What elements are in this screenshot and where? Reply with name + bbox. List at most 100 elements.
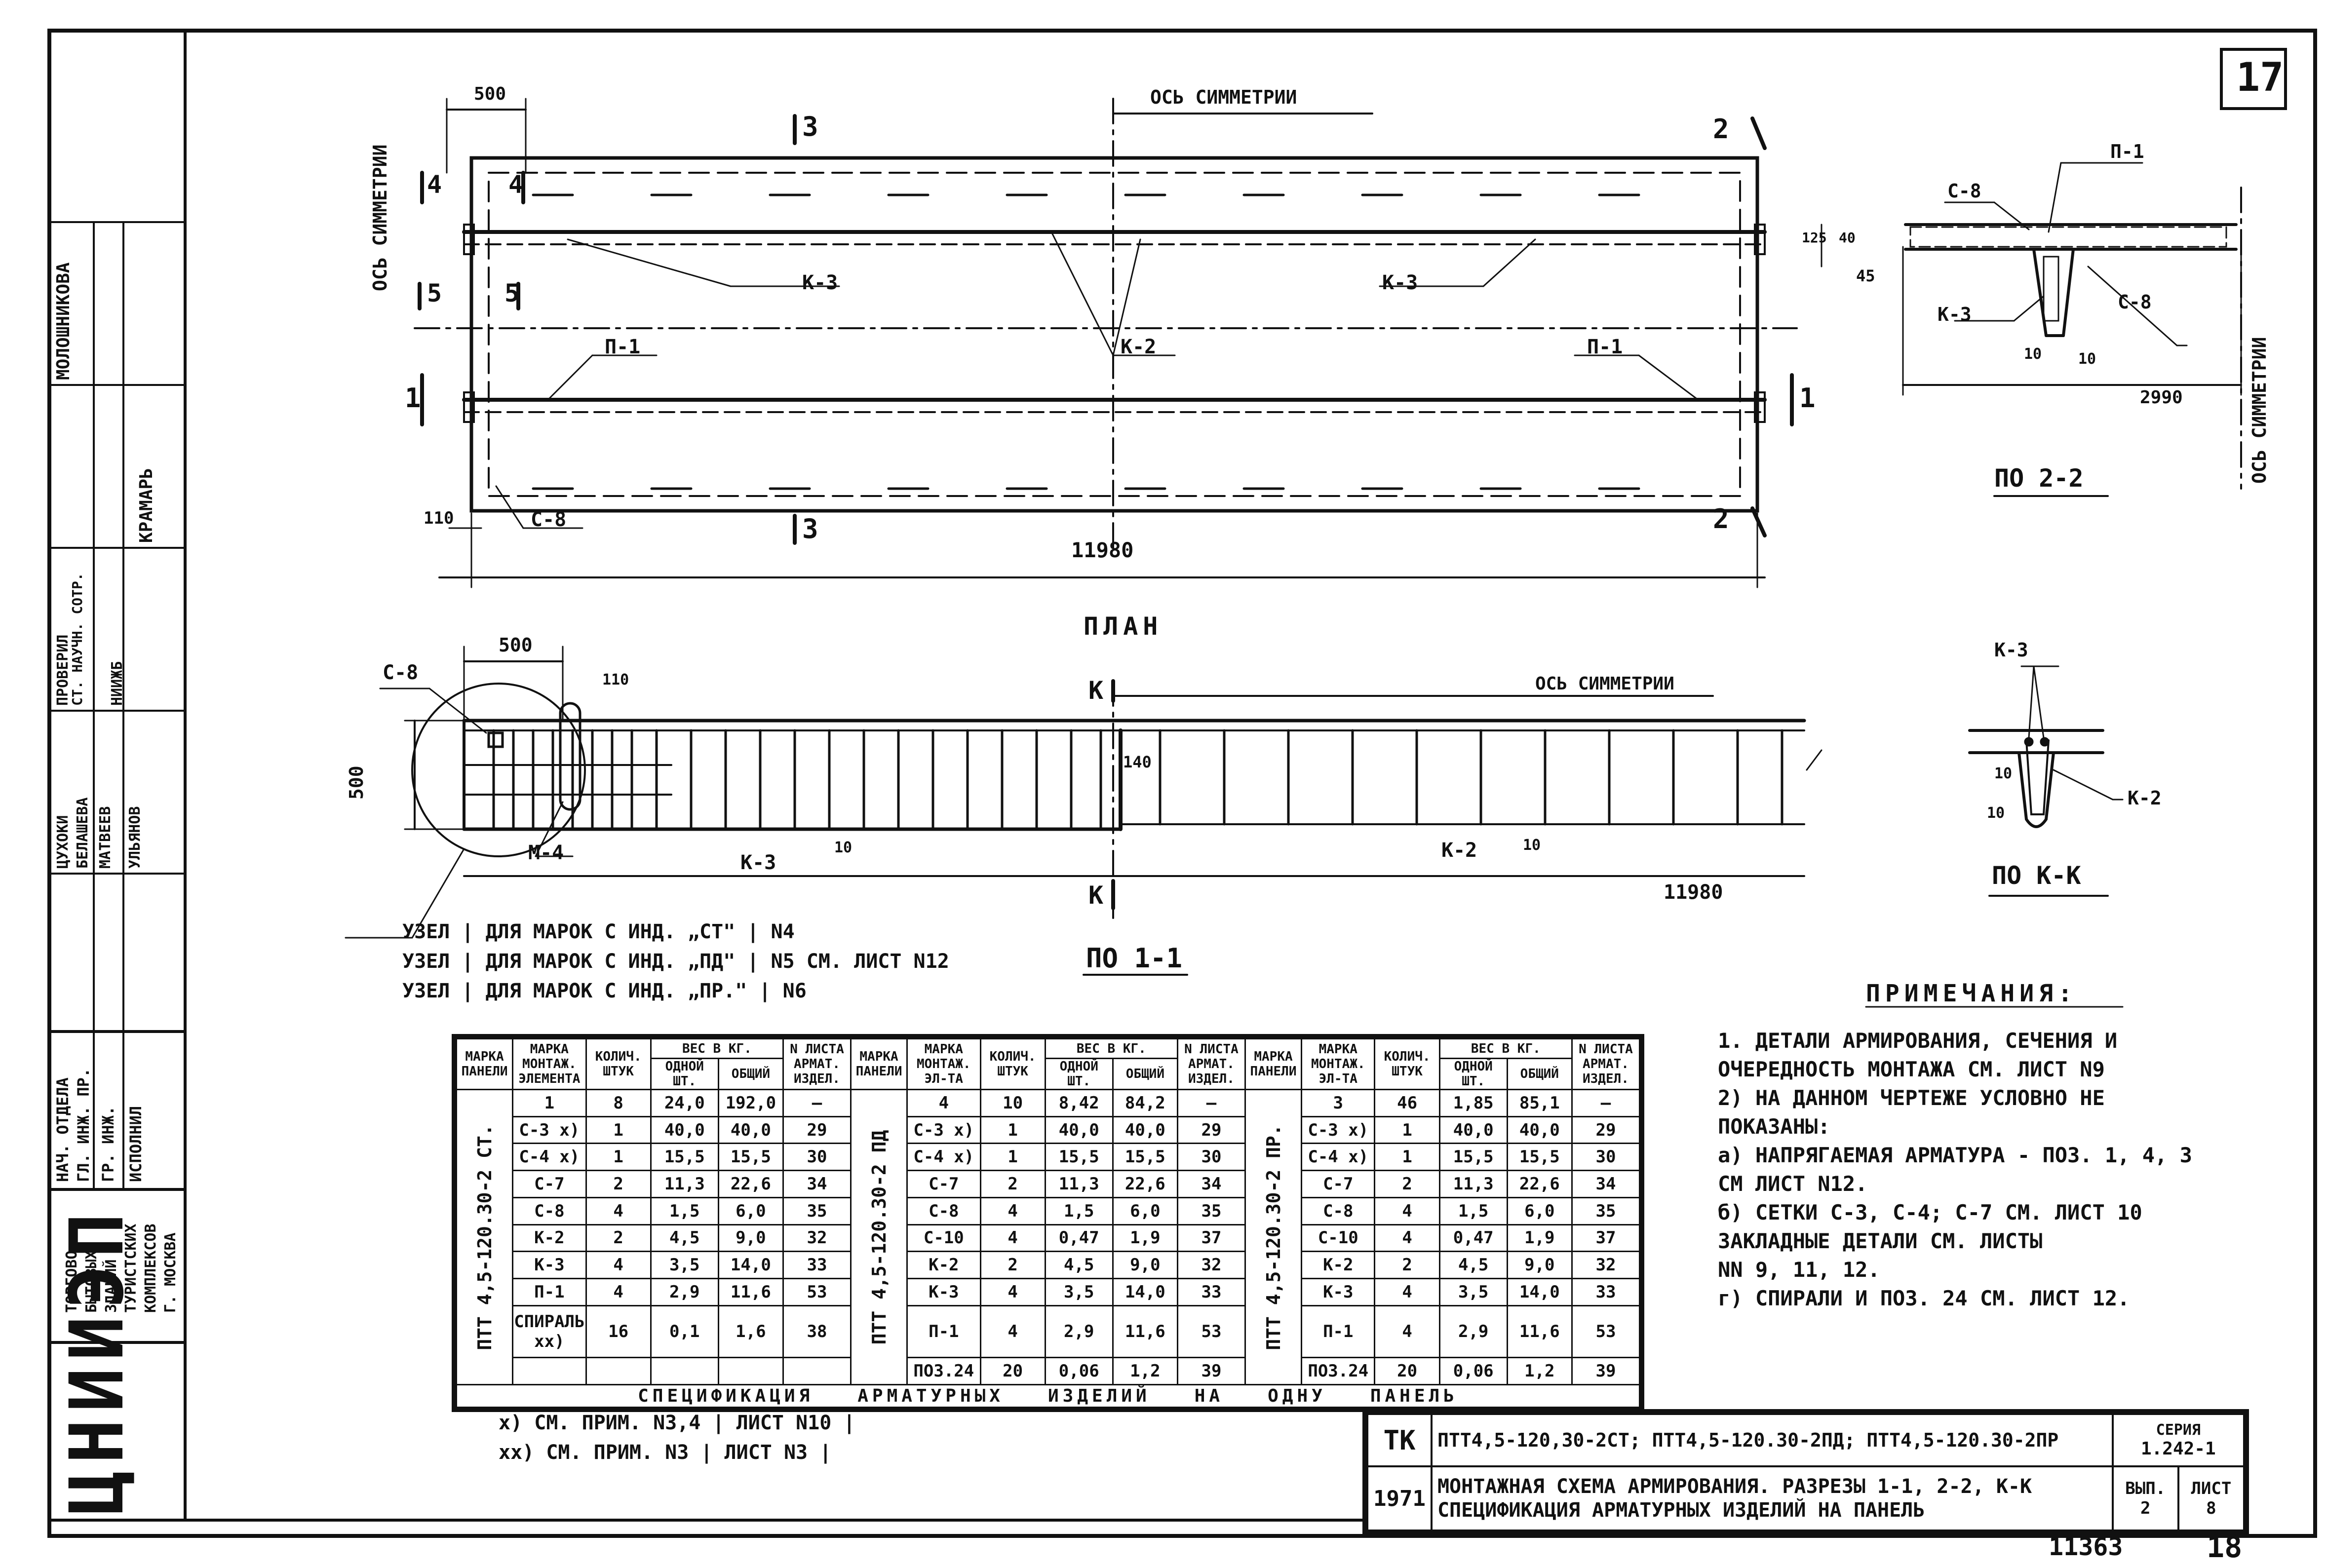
spec-cell: С-8: [906, 1196, 981, 1225]
section-mark-2-bottom: 2: [1713, 503, 1729, 535]
spec-cell: 29: [1176, 1115, 1246, 1145]
spec-cell: 39: [1176, 1357, 1246, 1385]
tb-series-value: 1.242-1: [2140, 1439, 2216, 1459]
spec-cell: 4: [1374, 1196, 1440, 1225]
plan-view: [414, 98, 1798, 588]
spec-cell: 4: [906, 1089, 981, 1117]
spec-cell: 53: [1571, 1304, 1641, 1359]
staff-role-1: НАЧ. ОТДЕЛА: [53, 1077, 72, 1182]
spec-cell: П-1: [906, 1304, 981, 1359]
spec-cell: 11,3: [650, 1170, 719, 1198]
spec-cell: ПОЗ.24: [1301, 1357, 1376, 1385]
spec-cell: 0,06: [1438, 1357, 1508, 1385]
spec-cell: 4: [585, 1196, 652, 1225]
spec-cell: —: [1571, 1089, 1641, 1117]
spec-cell: 11,6: [1506, 1304, 1573, 1359]
senior-researcher: СТ. НАУЧН. СОТР.: [69, 573, 85, 706]
spec-cell-empty: [512, 1357, 587, 1385]
spec-cell: С-10: [1301, 1224, 1376, 1253]
note-line: ПОКАЗАНЫ:: [1718, 1114, 1830, 1139]
spec-cell: 1,2: [1112, 1357, 1178, 1385]
spec-cell: 39: [1571, 1357, 1641, 1385]
plan-dim-110: 110: [424, 508, 454, 528]
plan-label-k2: К-2: [1121, 336, 1157, 358]
s22-label-p1: П-1: [2110, 141, 2144, 162]
spec-cell: 1,85: [1438, 1089, 1508, 1117]
spec-cell: С-4 х): [512, 1143, 587, 1172]
spec-cell: С-4 х): [906, 1143, 981, 1172]
spec-cell: 14,0: [1506, 1277, 1573, 1306]
spec-cell: 40,0: [1438, 1115, 1508, 1145]
spec-caption: СПЕЦИФИКАЦИЯ АРМАТУРНЫХ ИЗДЕЛИЙ НА ОДНУ …: [456, 1384, 1640, 1408]
spec-cell: 40,0: [1044, 1115, 1114, 1145]
note-line: NN 9, 11, 12.: [1718, 1258, 1880, 1282]
plan-dim-11980: 11980: [1071, 538, 1134, 562]
tb-description: МОНТАЖНАЯ СХЕМА АРМИРОВАНИЯ. РАЗРЕЗЫ 1-1…: [1430, 1465, 2114, 1531]
spec-cell: 4: [585, 1251, 652, 1279]
spec-cell-empty: [717, 1357, 784, 1385]
spec-head-total: ОБЩИЙ: [1112, 1058, 1178, 1090]
s11-axis-label: ОСЬ СИММЕТРИИ: [1535, 674, 1674, 694]
staff-surname-3: МАТВЕЕВ: [97, 806, 114, 869]
note-line: а) НАПРЯГАЕМАЯ АРМАТУРА - ПОЗ. 1, 4, 3: [1718, 1143, 2192, 1167]
spec-cell: К-2: [1301, 1251, 1376, 1279]
staff-name-1: МОЛОШНИКОВА: [53, 262, 74, 380]
spec-cell: 11,6: [717, 1277, 784, 1306]
node-ref-2: УЗЕЛ | ДЛЯ МАРОК С ИНД. „ПД" | N5 СМ. ЛИ…: [402, 950, 949, 973]
skk-label-k3: К-3: [1994, 639, 2028, 661]
spec-cell: К-2: [512, 1224, 587, 1253]
spec-cell: 34: [1571, 1170, 1641, 1198]
spec-cell: 84,2: [1112, 1089, 1178, 1117]
note-line: ЗАКЛАДНЫЕ ДЕТАЛИ СМ. ЛИСТЫ: [1718, 1229, 2043, 1253]
spec-cell: 2: [585, 1170, 652, 1198]
title-block: ТК ПТТ4,5-120,30-2СТ; ПТТ4,5-120.30-2ПД;…: [1362, 1409, 2249, 1535]
spec-cell: 40,0: [1112, 1115, 1178, 1145]
spec-cell: —: [782, 1089, 852, 1117]
spec-cell: 4,5: [650, 1224, 719, 1253]
spec-cell: 53: [782, 1277, 852, 1306]
spec-cell: 1,9: [1506, 1224, 1573, 1253]
spec-cell: 40,0: [650, 1115, 719, 1145]
spec-cell: 35: [1571, 1196, 1641, 1225]
spec-cell: 4: [585, 1277, 652, 1306]
spec-cell: ПОЗ.24: [906, 1357, 981, 1385]
plan-title: ПЛАН: [1084, 612, 1163, 641]
s11-label-k-bottom: К: [1088, 881, 1104, 910]
spec-cell: П-1: [1301, 1304, 1376, 1359]
spec-panel-mark-text: ПТТ 4,5-120.30-2 СТ.: [473, 1124, 496, 1350]
spec-cell: 1,2: [1506, 1357, 1573, 1385]
s11-title: ПО 1-1: [1086, 943, 1183, 974]
spec-head-element: МАРКА МОНТАЖ. ЭЛЕМЕНТА: [512, 1038, 587, 1090]
spec-head-qty: КОЛИЧ. ШТУК: [979, 1038, 1046, 1090]
section-k-k: [1968, 665, 2124, 897]
section-mark-1-left: 1: [405, 382, 421, 414]
org-name-line-2: БЫТОВЫХ: [83, 1250, 100, 1313]
plan-label-k3-right: К-3: [1382, 271, 1418, 294]
tb-issue-label: ВЫП.: [2125, 1479, 2166, 1499]
spec-head-sheet: N ЛИСТА АРМАТ. ИЗДЕЛ.: [782, 1038, 852, 1090]
spec-cell: 35: [782, 1196, 852, 1225]
spec-cell: С-3 х): [906, 1115, 981, 1145]
spec-cell: С-3 х): [1301, 1115, 1376, 1145]
spec-cell: 11,6: [1112, 1304, 1178, 1359]
spec-cell: 6,0: [717, 1196, 784, 1225]
spec-cell: 11,3: [1438, 1170, 1508, 1198]
spec-cell: 40,0: [1506, 1115, 1573, 1145]
spec-cell: 20: [979, 1357, 1046, 1385]
sheet-number: 17: [2236, 54, 2284, 100]
spec-cell: 33: [1176, 1277, 1246, 1306]
s11-label-k-top: К: [1088, 676, 1104, 705]
spec-cell: 53: [1176, 1304, 1246, 1359]
spec-cell: 2,9: [650, 1277, 719, 1306]
spec-head-one: ОДНОЙ ШТ.: [650, 1058, 719, 1090]
spec-cell: 0,47: [1438, 1224, 1508, 1253]
spec-cell: 3: [1301, 1089, 1376, 1117]
spec-cell: 2,9: [1438, 1304, 1508, 1359]
sheet-number-box: [2220, 48, 2287, 110]
spec-cell: 4: [979, 1196, 1046, 1225]
spec-cell: С-7: [1301, 1170, 1376, 1198]
